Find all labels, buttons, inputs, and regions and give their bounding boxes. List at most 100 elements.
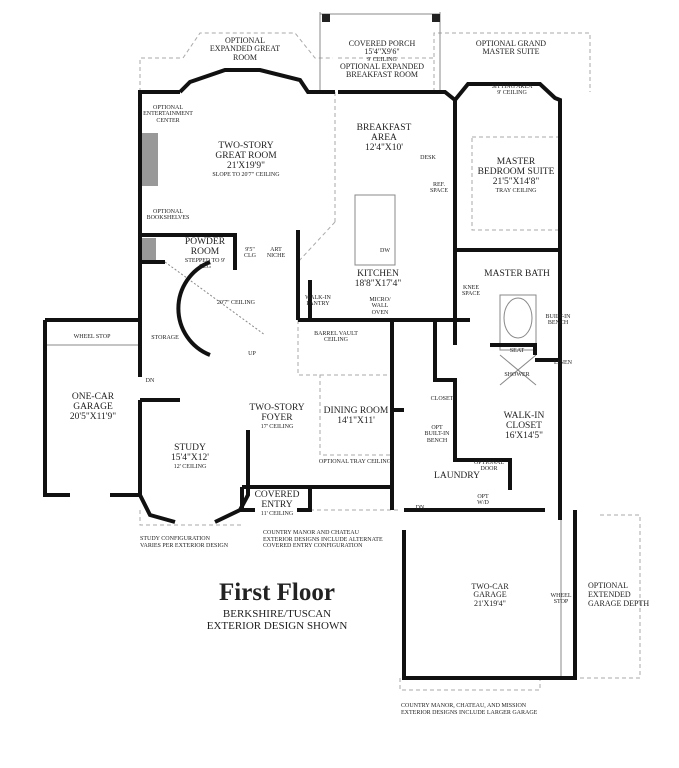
kitchen-label: KITCHEN 18'8"X17'4" bbox=[354, 269, 402, 290]
floor-title: First Floor bbox=[219, 579, 335, 606]
linen-label: LINEN bbox=[554, 360, 572, 366]
room-name: POWDER bbox=[184, 237, 226, 247]
room-note: 12' CEILING bbox=[173, 463, 207, 470]
note-line: STUDY CONFIGURATION bbox=[140, 536, 210, 542]
room-size: 21'5"X14'8" bbox=[492, 176, 540, 187]
room-size: 18'8"X17'4" bbox=[354, 278, 402, 289]
label-line: WHEEL bbox=[550, 593, 572, 599]
room-size: 20'5"X11'9" bbox=[69, 411, 117, 422]
label-line: ROOM bbox=[232, 52, 257, 62]
label-line: OPT bbox=[477, 494, 489, 500]
label-line: BREAKFAST ROOM bbox=[346, 70, 418, 80]
label-line: CLG bbox=[244, 253, 256, 260]
dishwasher-label: DW bbox=[380, 248, 390, 254]
walk-in-closet-label: WALK-IN CLOSET 16'X14'5" bbox=[503, 411, 545, 442]
room-name: TWO-CAR bbox=[471, 582, 509, 591]
label-line: OPTIONAL EXPANDED bbox=[339, 62, 425, 72]
label-line: OPTIONAL GRAND bbox=[475, 39, 547, 48]
study-configuration-note: STUDY CONFIGURATION VARIES PER EXTERIOR … bbox=[140, 536, 228, 549]
storage-label: STORAGE bbox=[151, 335, 179, 341]
room-name: KITCHEN bbox=[357, 269, 399, 279]
opt-wd-label: OPT W/D bbox=[477, 494, 489, 507]
label-line: WALK-IN bbox=[305, 295, 331, 301]
room-name: COVERED PORCH bbox=[348, 39, 416, 48]
room-note: 17' CEILING bbox=[260, 423, 294, 430]
label-line: MICRO/ bbox=[369, 297, 391, 303]
room-name: ONE-CAR bbox=[71, 392, 115, 402]
label-line: ART bbox=[270, 247, 282, 253]
garage-configuration-note: COUNTRY MANOR, CHATEAU, AND MISSION EXTE… bbox=[401, 703, 537, 716]
entry-configuration-note: COUNTRY MANOR AND CHATEAU EXTERIOR DESIG… bbox=[263, 530, 383, 550]
bookshelves-label: OPTIONAL BOOKSHELVES bbox=[147, 209, 190, 222]
room-name: CLOSET bbox=[506, 420, 542, 431]
label-line: 9' CEILING bbox=[497, 90, 527, 97]
label-line: CENTER bbox=[156, 117, 180, 124]
label-line: OVEN bbox=[371, 309, 389, 316]
master-bath-label: MASTER BATH bbox=[484, 269, 550, 279]
label-line: OPTIONAL bbox=[588, 581, 628, 590]
wheel-stop-label: WHEEL STOP bbox=[73, 334, 111, 340]
label-line: DOOR bbox=[480, 466, 498, 473]
label-line: SPACE bbox=[461, 291, 481, 298]
micro-wall-oven-label: MICRO/ WALL OVEN bbox=[369, 297, 390, 316]
room-note: TRAY CEILING bbox=[495, 187, 537, 194]
great-room-label: TWO-STORY GREAT ROOM 21'X19'9" SLOPE TO … bbox=[212, 141, 280, 178]
wheel-stop-2-label: WHEEL STOP bbox=[551, 593, 572, 606]
ceiling-207-label: 20'7" CEILING bbox=[216, 300, 256, 306]
room-name: TWO-STORY bbox=[218, 141, 274, 151]
shower-label: SHOWER bbox=[504, 372, 530, 378]
note-line: COUNTRY MANOR, CHATEAU, AND MISSION bbox=[401, 703, 527, 709]
barrel-vault-label: BARREL VAULT CEILING bbox=[314, 331, 358, 344]
label-line: OPTIONAL bbox=[152, 105, 183, 111]
subtitle-line: BERKSHIRE/TUSCAN bbox=[222, 608, 332, 620]
room-size: 15'4"X9'6" bbox=[364, 47, 400, 57]
label-line: EXPANDED GREAT bbox=[209, 44, 281, 54]
room-name: GARAGE bbox=[73, 401, 113, 412]
room-name: WALK-IN bbox=[503, 411, 545, 421]
subtitle-line: EXTERIOR DESIGN SHOWN bbox=[206, 619, 348, 632]
dining-room-label: DINING ROOM 14'1"X11' bbox=[324, 406, 389, 427]
label-line: OPTIONAL bbox=[474, 460, 504, 466]
laundry-label: LAUNDRY bbox=[434, 471, 480, 481]
seat-label: SEAT bbox=[509, 348, 525, 354]
room-size: 21'X19'9" bbox=[227, 160, 265, 171]
two-car-garage-label: TWO-CAR GARAGE 21'X19'4" bbox=[471, 582, 509, 608]
breakfast-area-label: BREAKFAST AREA 12'4"X10' bbox=[357, 123, 412, 154]
one-car-garage-label: ONE-CAR GARAGE 20'5"X11'9" bbox=[69, 392, 117, 423]
room-name: ROOM bbox=[190, 246, 220, 257]
sitting-area-label: SITTING AREA 9' CEILING bbox=[492, 84, 533, 97]
label-line: EXTENDED bbox=[588, 589, 631, 599]
label-line: ENTERTAINMENT bbox=[143, 111, 193, 118]
tray-ceiling-label: OPTIONAL TRAY CEILING bbox=[318, 459, 392, 465]
label-line: KNEE bbox=[463, 285, 479, 291]
ceiling-95-label: 9'5" CLG bbox=[244, 247, 256, 260]
room-note: 9' CEILING bbox=[367, 56, 397, 63]
powder-room-label: POWDER ROOM STEPPED TO 9' CLG bbox=[184, 237, 226, 271]
stairs-down-label: DN bbox=[415, 505, 425, 511]
room-name: TWO-STORY bbox=[249, 403, 305, 413]
label-line: W/D bbox=[477, 500, 489, 507]
closet-label: CLOSET bbox=[430, 396, 454, 402]
floor-subtitle: BERKSHIRE/TUSCAN EXTERIOR DESIGN SHOWN bbox=[206, 608, 348, 632]
label-line: STOP bbox=[553, 599, 569, 606]
label-line: BARREL VAULT bbox=[314, 331, 358, 337]
foyer-label: TWO-STORY FOYER 17' CEILING bbox=[249, 403, 305, 430]
room-name: COVERED bbox=[254, 490, 300, 500]
room-name: FOYER bbox=[261, 412, 293, 423]
label-line: BENCH bbox=[426, 437, 448, 444]
label-line: BUILT-IN bbox=[545, 314, 571, 320]
stairs-up-label: UP bbox=[248, 351, 256, 357]
label-line: NICHE bbox=[266, 253, 286, 260]
room-size: 16'X14'5" bbox=[505, 430, 543, 441]
room-note: SLOPE TO 20'7" CEILING bbox=[212, 171, 280, 178]
stairs-down-garage-label: DN bbox=[145, 378, 155, 384]
room-name: AREA bbox=[371, 132, 397, 143]
room-note: CLG bbox=[198, 264, 211, 271]
room-size: 21'X19'4" bbox=[474, 598, 506, 608]
knee-space-label: KNEE SPACE bbox=[462, 285, 480, 298]
entertainment-center-label: OPTIONAL ENTERTAINMENT CENTER bbox=[143, 105, 193, 124]
label-line: OPT bbox=[431, 425, 443, 431]
room-note: 11' CEILING bbox=[260, 510, 294, 517]
opt-built-in-bench-label: OPT BUILT-IN BENCH bbox=[425, 425, 450, 444]
